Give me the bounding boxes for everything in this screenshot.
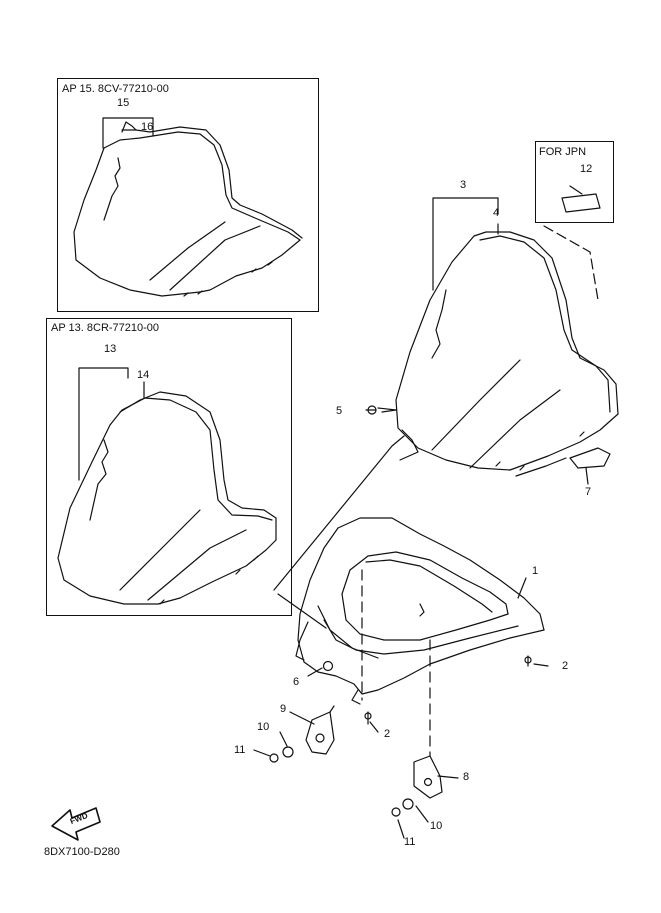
jpn-box [535,141,614,223]
diagram-code: 8DX7100-D280 [44,846,120,858]
callout-11a: 11 [234,744,246,756]
callout-6: 6 [293,676,300,688]
callout-14: 14 [137,369,150,381]
callout-5: 5 [336,405,343,417]
windscreen-ap15 [73,121,303,297]
callout-4: 4 [493,207,500,219]
callout-13: 13 [104,343,117,355]
fwd-arrow [51,807,101,841]
ap15-title: AP 15. 8CV-77210-00 [62,83,169,95]
callout-9: 9 [280,703,287,715]
callout-10a: 10 [257,721,270,733]
callout-7: 7 [585,486,592,498]
callout-2b: 2 [384,728,391,740]
ap13-box [46,318,292,616]
callout-1: 1 [532,565,539,577]
callout-15: 15 [117,97,130,109]
callout-10b: 10 [430,820,443,832]
ap15-box [57,78,319,312]
bracket-8 [413,755,443,799]
windscreen-ap13 [57,391,277,605]
cowling [295,517,545,705]
callout-16: 16 [141,121,154,133]
callout-12: 12 [580,163,593,175]
callout-8: 8 [463,771,470,783]
callout-11b: 11 [404,836,416,848]
callout-2a: 2 [562,660,569,672]
ap13-title: AP 13. 8CR-77210-00 [51,322,160,334]
callout-3: 3 [460,179,467,191]
bracket-9 [305,705,335,755]
windscreen-main [395,231,619,471]
jpn-title: FOR JPN [539,146,587,158]
